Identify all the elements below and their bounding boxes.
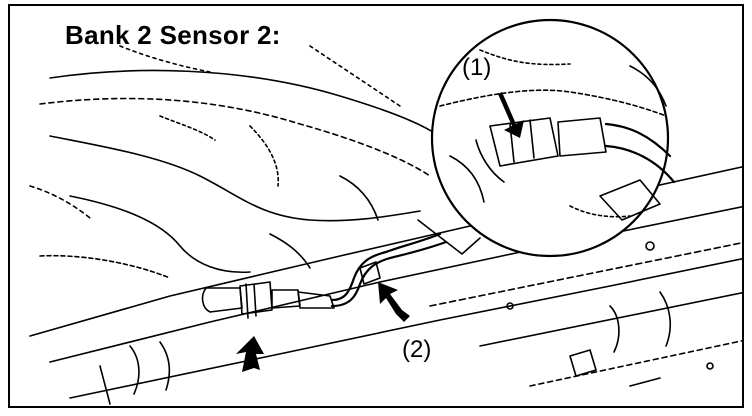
arrow-icon xyxy=(378,282,410,322)
arrow-icon xyxy=(490,92,524,138)
diagram-title: Bank 2 Sensor 2: xyxy=(65,20,281,50)
diagram-frame: Bank 2 Sensor 2: (1) (2) xyxy=(8,4,744,408)
arrow-icon xyxy=(236,336,264,372)
callout-label-2: (2) xyxy=(402,336,432,363)
vehicle-underbody-drawing xyxy=(29,18,742,405)
callout-label-1: (1) xyxy=(462,54,492,81)
